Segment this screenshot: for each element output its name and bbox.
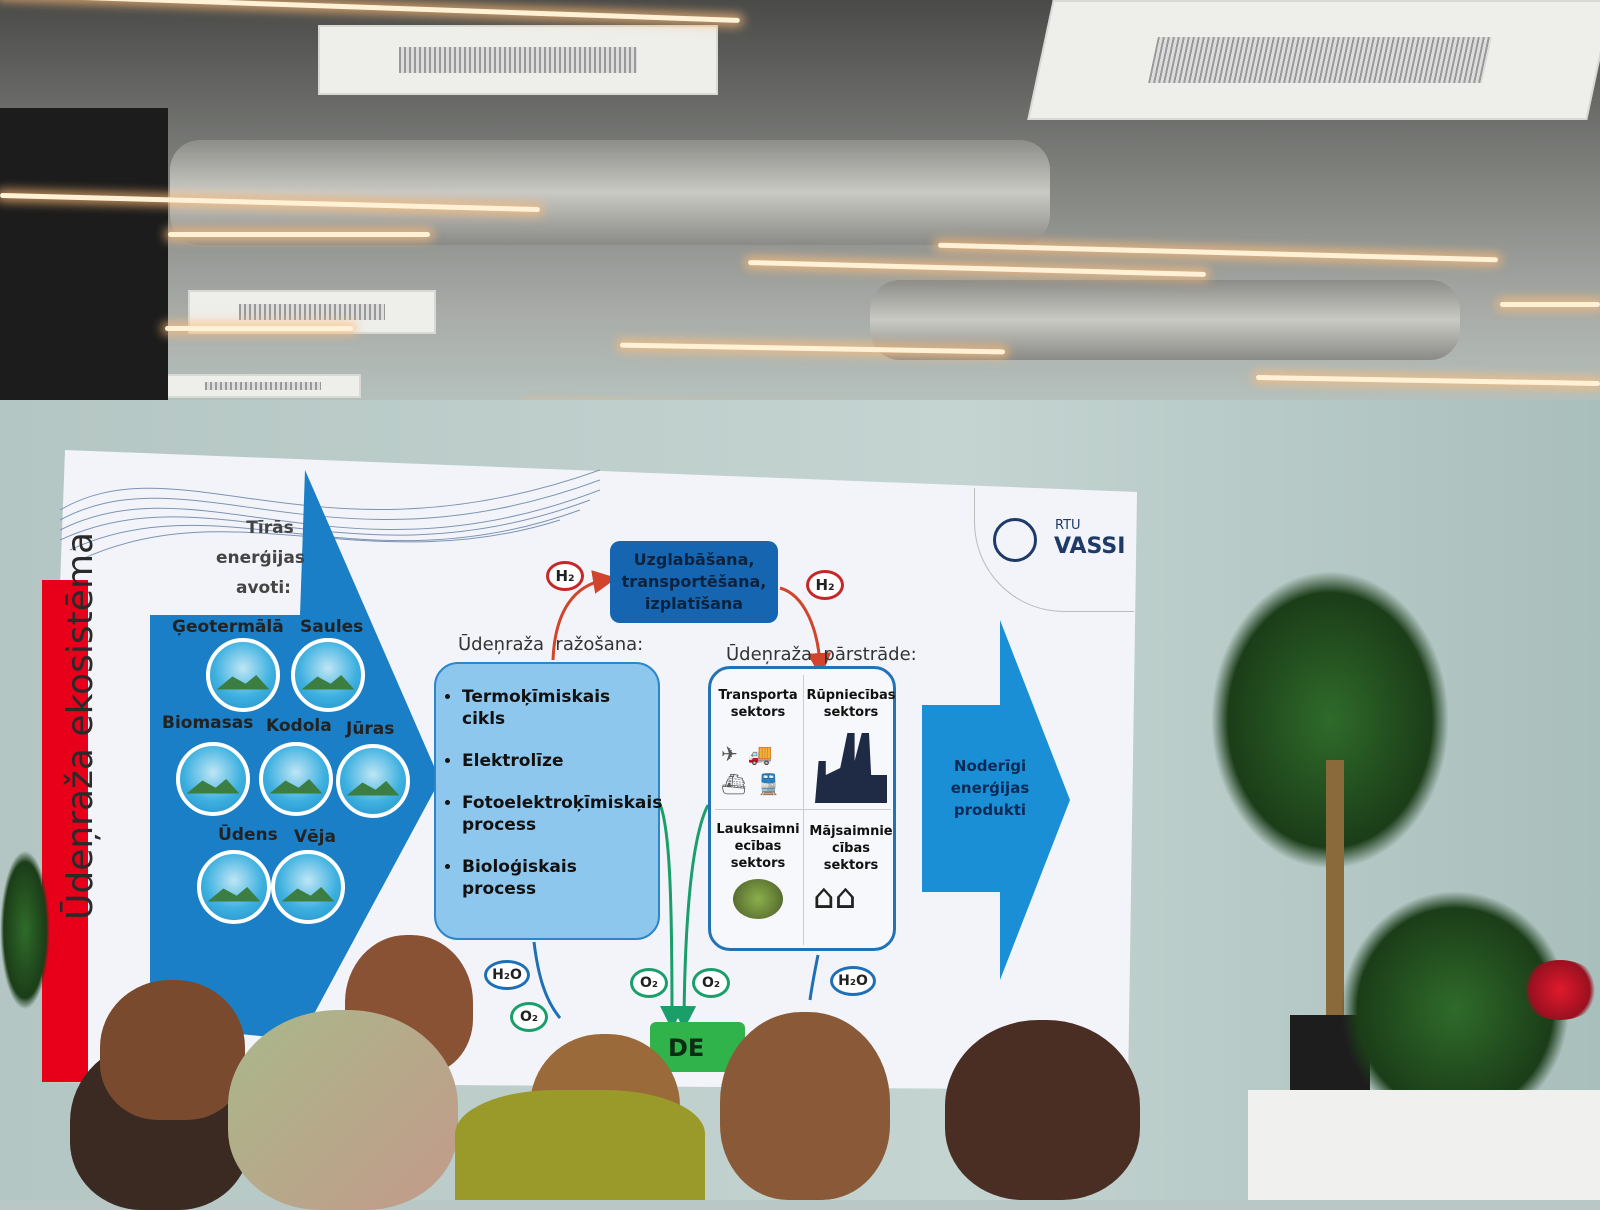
- output-line: Noderīgi: [953, 757, 1027, 775]
- ceiling-vent: [318, 25, 718, 95]
- production-list: Termoķīmiskais cikls Elektrolīze Fotoele…: [434, 662, 662, 940]
- ventilation-duct: [170, 140, 1050, 245]
- puzzle-icon: [993, 518, 1037, 562]
- sector-text: Mājsaimnie: [809, 824, 893, 839]
- factory-icon: [815, 733, 887, 803]
- sources-heading-3: avoti:: [236, 578, 291, 598]
- source-label: Kodola: [266, 716, 332, 736]
- production-item: Termoķīmiskais cikls: [462, 686, 650, 730]
- storage-box: Uzglabāšana, transportēšana, izplatīšana: [610, 541, 778, 623]
- solar-icon: [291, 638, 365, 712]
- audience-head: [228, 1010, 458, 1210]
- ceiling-light: [1500, 302, 1600, 307]
- sources-heading-2: enerģijas: [216, 548, 305, 568]
- ventilation-duct: [870, 280, 1460, 360]
- o2-badge: O₂: [692, 968, 730, 998]
- audience-head: [720, 1012, 890, 1200]
- flower: [1520, 960, 1600, 1020]
- transport-icons: ✈🚚⛴🚆: [721, 742, 792, 796]
- storage-line: izplatīšana: [644, 594, 744, 613]
- biomass-icon: [176, 742, 250, 816]
- fern: [0, 850, 50, 1010]
- ceiling-light: [165, 326, 353, 331]
- production-item: Bioloģiskais process: [462, 856, 650, 900]
- production-item: Elektrolīze: [462, 750, 650, 772]
- audience-head: [945, 1020, 1140, 1200]
- source-label: Vēja: [294, 827, 336, 847]
- source-label: Ģeotermālā: [172, 617, 284, 637]
- sector-text: sektors: [823, 858, 879, 873]
- divider: [715, 809, 891, 810]
- source-label: Ūdens: [218, 825, 278, 845]
- source-label: Biomasas: [162, 713, 254, 733]
- houses-icon: ⌂⌂: [813, 877, 857, 917]
- sector-text: sektors: [730, 705, 786, 720]
- logo-top: RTU: [1055, 518, 1081, 533]
- production-item: Fotoelektroķīmiskais process: [462, 792, 662, 836]
- nuclear-icon: [259, 742, 333, 816]
- processing-box: Transporta sektors Rūpniecības sektors ✈…: [708, 666, 896, 951]
- decorative-waves: [60, 469, 600, 561]
- logo-bottom: VASSI: [1054, 534, 1126, 559]
- h2o-badge: H₂O: [830, 966, 876, 996]
- h2-badge: H₂: [546, 561, 584, 591]
- sources-heading-1: Tīrās: [246, 518, 294, 538]
- storage-line: transportēšana,: [621, 572, 767, 591]
- divider: [803, 675, 804, 945]
- output-line: enerģijas: [950, 779, 1030, 797]
- h2-badge: H₂: [806, 570, 844, 600]
- production-heading: Ūdeņraža ražošana:: [458, 634, 644, 655]
- storage-line: Uzglabāšana,: [633, 550, 755, 569]
- sector-text: Rūpniecības: [806, 688, 896, 703]
- marine-icon: [336, 744, 410, 818]
- sector-text: sektors: [730, 856, 786, 871]
- plant-trunk: [1326, 760, 1344, 1030]
- sector-agriculture: Lauksaimni ecības sektors: [711, 821, 805, 872]
- sector-text: cības: [832, 841, 870, 856]
- wind-icon: [271, 850, 345, 924]
- output-text: Noderīgi enerģijas produkti: [940, 755, 1040, 821]
- output-line: produkti: [953, 801, 1027, 819]
- sector-industry: Rūpniecības sektors: [804, 687, 898, 721]
- shelf: [1248, 1090, 1600, 1200]
- o2-badge: O₂: [510, 1002, 548, 1032]
- sector-household: Mājsaimnie cības sektors: [804, 823, 898, 874]
- audience-jacket: [455, 1090, 705, 1200]
- sector-text: ecības: [734, 839, 782, 854]
- h2o-badge: H₂O: [484, 960, 530, 990]
- source-label: Saules: [300, 617, 364, 637]
- sector-text: Lauksaimni: [716, 822, 800, 837]
- ceiling-vent: [165, 374, 361, 398]
- sector-transport: Transporta sektors: [711, 687, 805, 721]
- agriculture-gear-icon: [733, 879, 783, 919]
- sector-text: Transporta: [718, 688, 798, 703]
- sector-text: sektors: [823, 705, 879, 720]
- ceiling-light: [168, 232, 430, 237]
- speaker: [0, 108, 168, 403]
- hydro-icon: [197, 850, 271, 924]
- audience-head: [100, 980, 245, 1120]
- processing-heading: Ūdeņraža pārstrāde:: [726, 644, 917, 665]
- geothermal-icon: [206, 638, 280, 712]
- o2-badge: O₂: [630, 968, 668, 998]
- source-label: Jūras: [346, 719, 395, 739]
